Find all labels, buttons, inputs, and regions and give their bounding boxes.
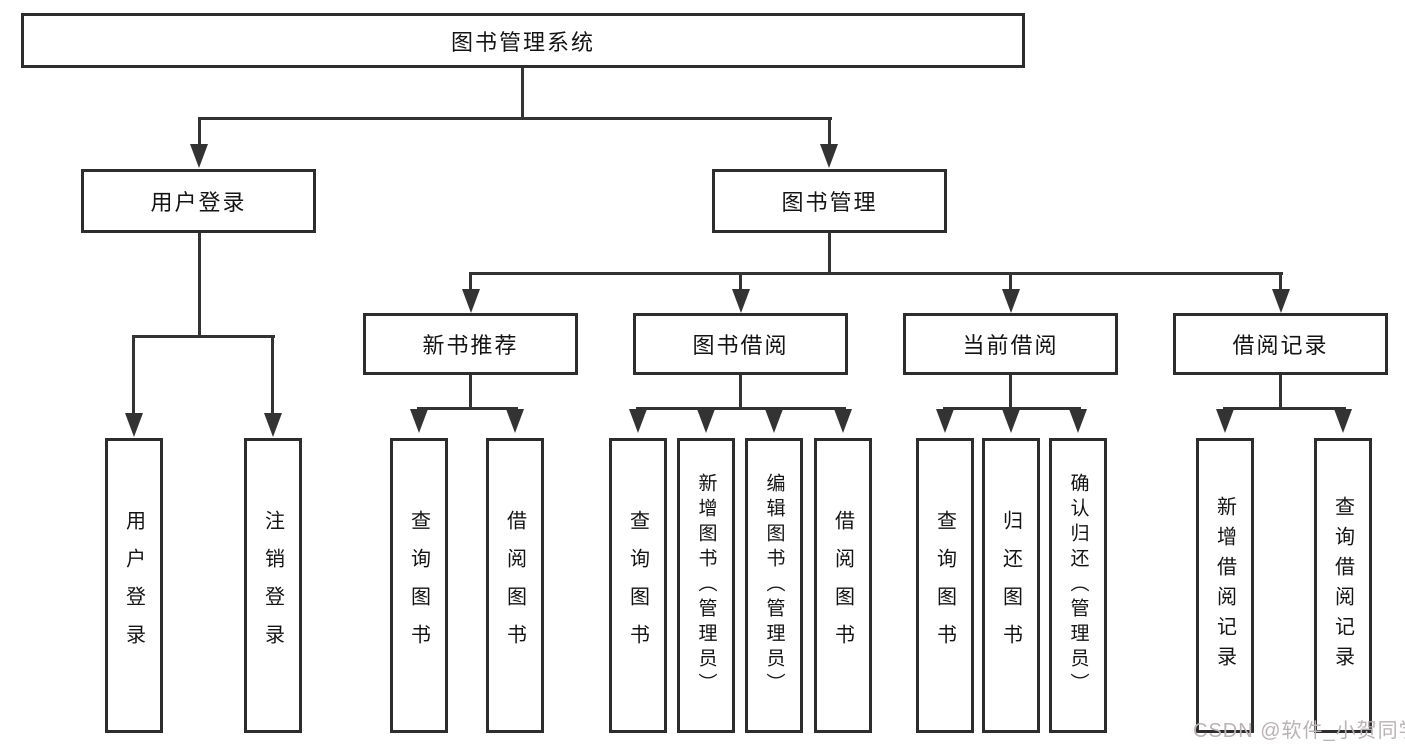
arrow-bb-edit (765, 409, 783, 433)
node-label: 查询图书 (933, 509, 956, 662)
node-label: 图书管理系统 (450, 29, 595, 55)
edge-to-current-borrowing (1009, 272, 1012, 291)
node-label: 借阅图书 (503, 509, 526, 662)
arrow-to-book-management (820, 144, 838, 168)
edge-to-login-leaf (132, 335, 135, 415)
edge-current-borrowing-bar (943, 407, 1081, 410)
arrow-bb-query (629, 409, 647, 433)
node-nb-query-books: 查询图书 (390, 438, 448, 733)
arrow-nb-borrow (506, 409, 524, 433)
edge-level3-bar (469, 272, 1283, 275)
node-label: 借阅记录 (1232, 333, 1329, 358)
edge-current-borrowing-stem (1009, 375, 1012, 409)
arrow-to-user-login (190, 144, 208, 168)
node-bb-borrow-books: 借阅图书 (814, 438, 872, 733)
arrow-to-login-leaf (125, 413, 143, 437)
edge-new-book-bar (417, 407, 518, 410)
arrow-cb-return (1002, 409, 1020, 433)
edge-book-management-stem (828, 233, 831, 274)
edge-to-book-management (828, 117, 831, 146)
arrow-to-new-book (462, 289, 480, 313)
node-bb-query-books: 查询图书 (609, 438, 667, 733)
node-label: 查询图书 (407, 509, 430, 662)
edge-borrow-records-stem (1279, 375, 1282, 409)
node-book-borrowing: 图书借阅 (633, 313, 848, 375)
arrow-to-book-borrowing (732, 289, 750, 313)
arrow-to-borrow-records (1272, 289, 1290, 313)
node-nb-borrow-books: 借阅图书 (486, 438, 544, 733)
node-label: 用户登录 (150, 190, 247, 215)
edge-user-login-bar (132, 335, 275, 338)
node-label: 查询图书 (626, 509, 649, 662)
node-label: 确认归还（管理员） (1067, 473, 1089, 698)
node-user-login: 用户登录 (81, 169, 316, 233)
node-label: 图书管理 (781, 190, 878, 215)
node-borrow-records: 借阅记录 (1173, 313, 1388, 375)
arrow-nb-query (410, 409, 428, 433)
node-label: 新增借阅记录 (1213, 495, 1236, 676)
edge-new-book-stem (469, 375, 472, 409)
edge-book-borrowing-bar (636, 407, 846, 410)
node-label: 归还图书 (999, 509, 1022, 662)
node-label: 新增图书（管理员） (695, 473, 717, 698)
edge-book-borrowing-stem (739, 375, 742, 409)
arrow-bb-borrow (834, 409, 852, 433)
node-br-query-record: 查询借阅记录 (1314, 438, 1372, 733)
edge-user-login-stem (198, 233, 201, 337)
node-current-borrowing: 当前借阅 (903, 313, 1118, 375)
edge-level2-bar (198, 117, 832, 120)
arrow-bb-add (697, 409, 715, 433)
arrow-to-current-borrowing (1002, 289, 1020, 313)
node-root-library-system: 图书管理系统 (21, 13, 1025, 68)
arrow-cb-query (936, 409, 954, 433)
node-label: 图书借阅 (692, 333, 789, 358)
edge-to-book-borrowing (739, 272, 742, 291)
node-cb-query-books: 查询图书 (916, 438, 974, 733)
arrow-br-add (1216, 409, 1234, 433)
node-book-management: 图书管理 (712, 169, 947, 233)
node-label: 当前借阅 (962, 333, 1059, 358)
node-user-login-action: 用户登录 (105, 438, 163, 733)
arrow-br-query (1334, 409, 1352, 433)
arrow-to-logout-leaf (264, 413, 282, 437)
arrow-cb-confirm (1069, 409, 1087, 433)
node-label: 用户登录 (122, 509, 145, 662)
edge-root-stem (521, 68, 524, 119)
node-cb-confirm-return-admin: 确认归还（管理员） (1049, 438, 1107, 733)
node-bb-add-books-admin: 新增图书（管理员） (677, 438, 735, 733)
node-label: 编辑图书（管理员） (763, 473, 785, 698)
edge-borrow-records-bar (1223, 407, 1346, 410)
node-cb-return-books: 归还图书 (982, 438, 1040, 733)
node-label: 新书推荐 (422, 333, 519, 358)
edge-to-logout-leaf (271, 335, 274, 415)
edge-to-new-book (469, 272, 472, 291)
csdn-watermark: CSDN @软件_小贺同学 (1193, 720, 1405, 742)
edge-to-borrow-records (1279, 272, 1282, 291)
node-label: 注销登录 (261, 509, 284, 662)
node-label: 借阅图书 (831, 509, 854, 662)
node-bb-edit-books-admin: 编辑图书（管理员） (745, 438, 803, 733)
node-br-add-record: 新增借阅记录 (1196, 438, 1254, 733)
node-label: 查询借阅记录 (1331, 495, 1354, 676)
edge-to-user-login (198, 117, 201, 146)
node-logout-action: 注销登录 (244, 438, 302, 733)
node-new-book-recommend: 新书推荐 (363, 313, 578, 375)
